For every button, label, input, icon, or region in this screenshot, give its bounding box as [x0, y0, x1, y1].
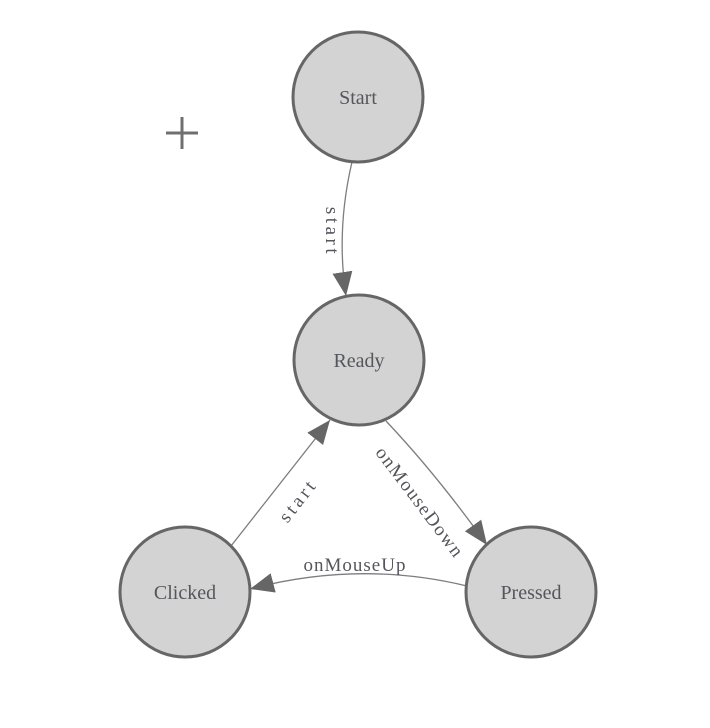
node-pressed-label: Pressed — [500, 582, 561, 604]
crosshair-cursor-icon — [166, 117, 198, 149]
edge-line-ready-to-pressed[interactable] — [385, 420, 488, 546]
edge-label-start-1: start — [321, 207, 342, 257]
edge-line-pressed-to-clicked[interactable] — [249, 573, 468, 593]
node-clicked-label: Clicked — [154, 582, 216, 604]
node-clicked[interactable]: Clicked — [118, 525, 252, 659]
edge-label-onmouseup: onMouseUp — [304, 555, 407, 576]
edge-label-onmousedown: onMouseDown — [371, 443, 468, 562]
node-pressed-circle[interactable] — [464, 525, 598, 659]
node-pressed[interactable]: Pressed — [464, 525, 598, 659]
edge-ready-to-pressed[interactable]: onMouseDown — [371, 420, 488, 562]
edge-start-to-ready[interactable]: start — [321, 161, 353, 297]
edge-label-start-2: start — [275, 474, 322, 527]
node-clicked-circle[interactable] — [118, 525, 252, 659]
node-start-label: Start — [339, 87, 377, 109]
node-ready-label: Ready — [333, 350, 384, 372]
edge-line-clicked-to-ready[interactable] — [230, 419, 331, 547]
edge-clicked-to-ready[interactable]: start — [230, 419, 331, 547]
node-ready[interactable]: Ready — [292, 293, 426, 427]
node-start-circle[interactable] — [291, 30, 425, 164]
node-ready-circle[interactable] — [292, 293, 426, 427]
edge-line-start-to-ready[interactable] — [332, 161, 353, 297]
node-start[interactable]: Start — [291, 30, 425, 164]
edge-pressed-to-clicked[interactable]: onMouseUp — [249, 555, 468, 593]
